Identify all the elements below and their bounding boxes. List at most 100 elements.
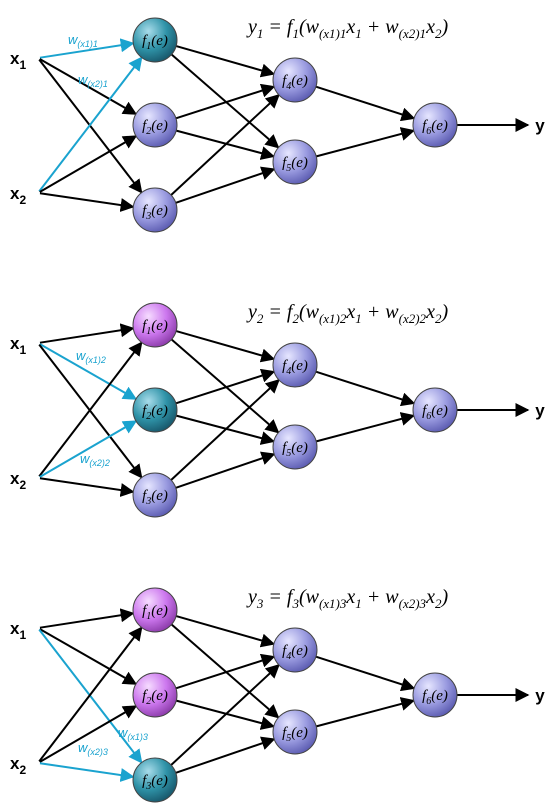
edge-x2-f1	[38, 56, 143, 193]
panel-3: y x1 x2 f1(e) f2(e) f3(e) f4(e) f5(e) f6(e) w(x1)…	[10, 586, 545, 803]
output-label: y	[535, 401, 545, 420]
edge-x2-f3	[39, 477, 135, 497]
output-label: y	[535, 686, 545, 705]
node-circle-active	[132, 757, 178, 803]
edge-x1-f2	[39, 343, 138, 400]
node-f4: f4(e)	[272, 627, 318, 673]
node-label: f5(e)	[282, 725, 308, 744]
node-circle-default	[272, 342, 318, 388]
node-circle-default	[132, 102, 178, 148]
edge-f5-f6	[316, 412, 416, 443]
edge-f4-f6	[315, 655, 416, 692]
formula-y2: y2 = f2(w(x1)2x1 + w(x2)2x2)	[246, 301, 448, 326]
node-circle-done	[132, 587, 178, 633]
node-circle-done	[132, 672, 178, 718]
edge-f2-f5	[176, 129, 276, 160]
node-label: f3(e)	[142, 773, 168, 792]
node-f3: f3(e)	[132, 187, 178, 233]
node-label: f5(e)	[282, 155, 308, 174]
node-label: f4(e)	[282, 73, 308, 92]
edge-f2-f4	[175, 653, 276, 690]
node-f6: f6(e)	[412, 102, 458, 148]
edge-x2-f1	[38, 341, 143, 478]
node-circle-default	[272, 139, 318, 185]
node-f4: f4(e)	[272, 57, 318, 103]
node-label: f1(e)	[142, 318, 168, 337]
node-label: f6(e)	[422, 688, 448, 707]
node-label: f6(e)	[422, 403, 448, 422]
edge-f3-f5	[175, 166, 276, 204]
edge-f1-f5	[170, 623, 280, 719]
node-label: f4(e)	[282, 643, 308, 662]
node-circle-default	[412, 387, 458, 433]
panel-1: yx1x2f1(e)f2(e)f3(e)f4(e)f5(e)f6(e)w(x1)…	[10, 16, 545, 233]
node-circle-active	[132, 17, 178, 63]
edge-x1-f1	[39, 38, 135, 59]
edge-f1-f4	[175, 330, 276, 363]
node-circle-default	[272, 57, 318, 103]
edge-x1-f1	[39, 323, 135, 344]
node-f2: f2(e)	[132, 672, 178, 718]
formula-y1: y1 = f1(w(x1)1x1 + w(x2)1x2)	[246, 16, 448, 41]
node-label: f2(e)	[142, 403, 168, 422]
node-circle-default	[132, 472, 178, 518]
edge-f4-f6	[315, 85, 416, 122]
edge-f1-f5	[170, 53, 280, 149]
weight-label-1: w(x1)2	[76, 348, 106, 365]
node-f3: f3(e)	[132, 472, 178, 518]
weight-label-2: w(x2)1	[78, 72, 108, 89]
node-circle-default	[412, 672, 458, 718]
panel-2: yx1x2f1(e)f2(e)f3(e)f4(e)f5(e)f6(e)w(x1)…	[10, 301, 545, 518]
edge-x2-f1	[38, 626, 143, 763]
node-label: f1(e)	[142, 33, 168, 52]
node-f4: f4(e)	[272, 342, 318, 388]
node-circle-default	[272, 424, 318, 470]
node-circle-default	[272, 627, 318, 673]
edge-x2-f2	[39, 420, 138, 478]
edge-f5-f6	[316, 697, 416, 728]
node-label: f2(e)	[142, 688, 168, 707]
input-label-x2: x2	[10, 754, 26, 777]
edge-f4-f6	[315, 370, 416, 407]
edge-f2-f4	[175, 83, 276, 120]
edge-f3-f5	[175, 451, 276, 489]
node-circle-default	[272, 709, 318, 755]
edge-f3-f4	[170, 379, 280, 481]
edge-f2-f5	[176, 699, 276, 730]
node-label: f4(e)	[282, 358, 308, 377]
node-circle-default	[132, 187, 178, 233]
node-f6: f6(e)	[412, 387, 458, 433]
weight-label-2: w(x2)3	[78, 740, 108, 757]
input-label-x2: x2	[10, 469, 26, 492]
weight-label-1: w(x1)1	[68, 32, 98, 49]
edge-f1-f4	[175, 615, 276, 648]
edge-f2-f4	[175, 368, 276, 405]
edge-x2-f2	[39, 135, 138, 193]
node-f5: f5(e)	[272, 709, 318, 755]
edge-f3-f4	[170, 94, 280, 196]
node-label: f1(e)	[142, 603, 168, 622]
edge-f2-f5	[176, 414, 276, 445]
output-label: y	[535, 116, 545, 135]
node-label: f3(e)	[142, 203, 168, 222]
edge-x1-f2	[39, 628, 138, 685]
node-label: f3(e)	[142, 488, 168, 507]
edge-x1-f2	[39, 58, 138, 115]
node-f3: f3(e)	[132, 757, 178, 803]
edge-f5-f6	[316, 127, 416, 158]
edge-f1-f5	[170, 338, 280, 434]
weight-label-2: w(x2)2	[80, 451, 110, 468]
edge-f3-f4	[170, 664, 280, 766]
weight-label-1: w(x1)3	[118, 725, 148, 742]
node-circle-done	[132, 302, 178, 348]
node-f5: f5(e)	[272, 424, 318, 470]
input-label-x1: x1	[10, 619, 26, 642]
edge-x1-f1	[39, 608, 135, 629]
input-label-x1: x1	[10, 49, 26, 72]
node-f6: f6(e)	[412, 672, 458, 718]
node-f1: f1(e)	[132, 587, 178, 633]
node-label: f2(e)	[142, 118, 168, 137]
edge-x2-f3	[39, 762, 135, 782]
edge-f1-f4	[175, 45, 276, 78]
